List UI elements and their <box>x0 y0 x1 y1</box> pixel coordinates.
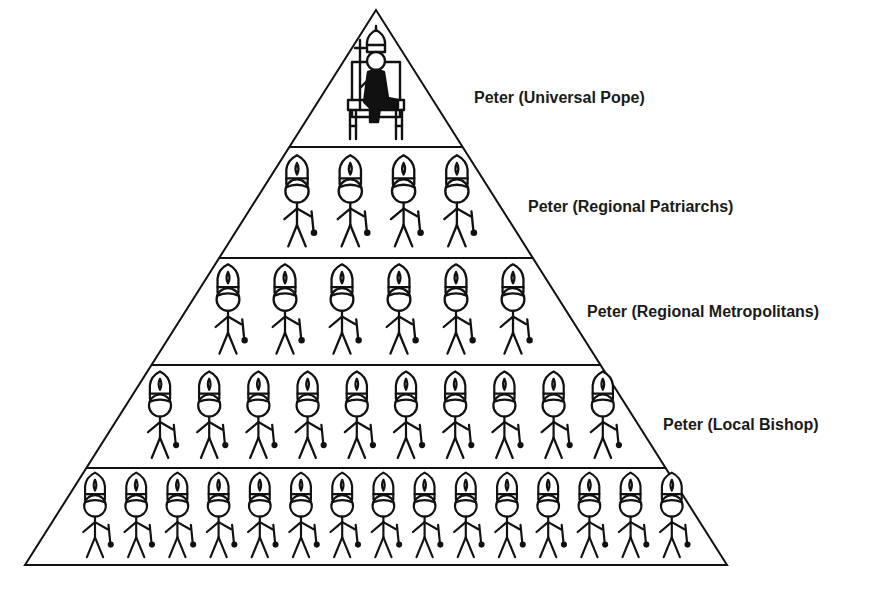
bishop-figure <box>83 473 112 558</box>
bishop-figure <box>391 155 423 246</box>
bishop-figure <box>619 473 648 558</box>
rank-label: Peter (Local Bishop) <box>663 415 819 434</box>
bishop-figure <box>296 371 326 457</box>
rank-label: Peter (Regional Patriarchs) <box>528 197 733 216</box>
bishop-figure <box>394 371 424 457</box>
band-divider <box>86 467 665 469</box>
bishop-figure <box>248 473 277 558</box>
bishop-figure <box>148 371 178 457</box>
bishop-figure <box>444 155 476 246</box>
bishop-figure <box>591 371 621 457</box>
bishop-figure <box>166 473 195 558</box>
bishop-figure <box>216 264 247 353</box>
bishop-figure <box>660 473 689 558</box>
band-divider <box>289 146 462 148</box>
bishop-figure <box>387 264 418 353</box>
bishop-figure <box>578 473 607 558</box>
bishop-figure <box>273 264 304 353</box>
bishop-figure <box>542 371 572 457</box>
rank-label: Peter (Regional Metropolitans) <box>587 302 819 321</box>
bishop-figure <box>444 264 475 353</box>
rank-label: Peter (Universal Pope) <box>474 88 645 107</box>
bishop-figure <box>338 155 370 246</box>
band-divider <box>151 364 600 366</box>
bishop-figure <box>345 371 375 457</box>
bishop-figure <box>443 371 473 457</box>
bishop-figure <box>207 473 236 558</box>
pyramid-outline <box>25 10 727 565</box>
bishop-figure <box>413 473 442 558</box>
pope-on-throne <box>348 26 404 139</box>
bishop-figure <box>501 264 532 353</box>
bishop-figure <box>454 473 483 558</box>
bishop-figure <box>246 371 276 457</box>
bishop-figure <box>289 473 318 558</box>
bishop-figure <box>331 473 360 558</box>
bishop-figure <box>284 155 316 246</box>
bishop-figure <box>492 371 522 457</box>
bishop-figure <box>197 371 227 457</box>
bishop-figure <box>330 264 361 353</box>
band-divider <box>219 257 533 259</box>
bishop-figure <box>372 473 401 558</box>
bishop-figure <box>495 473 524 558</box>
bishop-figure <box>125 473 154 558</box>
bishop-figure <box>537 473 566 558</box>
